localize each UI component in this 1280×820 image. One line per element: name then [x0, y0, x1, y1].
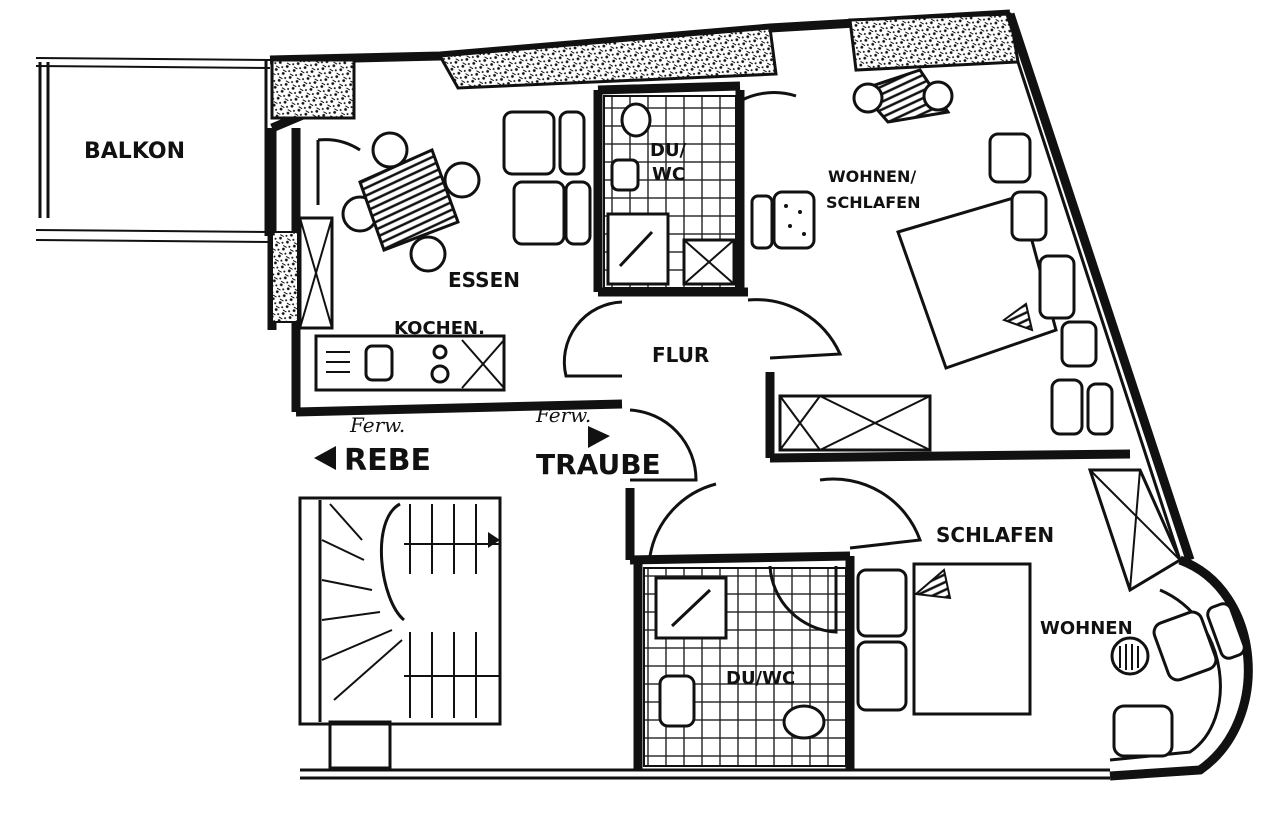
traube-sign: TRAUBE Ferw. — [535, 403, 661, 481]
du-wc-top-label: DU/WC — [650, 140, 687, 185]
kochen-label: KOCHEN. — [394, 318, 485, 339]
double-bed-top — [896, 132, 1114, 436]
bathroom-bottom — [643, 565, 847, 767]
flur-label: FLUR — [652, 343, 709, 367]
rebe-label: REBE — [344, 443, 431, 478]
essen-label: ESSEN — [448, 268, 520, 292]
dining-table — [341, 131, 481, 273]
double-bed-bottom — [856, 562, 1032, 716]
bathroom-top — [603, 91, 797, 289]
ferw-right-label: Ferw. — [535, 403, 591, 427]
interior-walls — [295, 81, 1131, 770]
staircase — [298, 496, 502, 770]
window-schlafen — [1087, 468, 1182, 593]
window-wohnen — [778, 394, 932, 452]
outer-walls — [267, 9, 1253, 781]
window-door-essen — [271, 138, 361, 330]
rebe-sign: REBE Ferw. — [314, 413, 431, 478]
du-wc-bottom-label: DU/WC — [726, 668, 795, 689]
balcony: BALKON — [35, 57, 271, 243]
nightstand-pad — [750, 190, 816, 250]
bay-seating — [1110, 602, 1246, 758]
wohnen-schlafen-label: WOHNEN/SCHLAFEN — [826, 167, 920, 212]
schlafen-label: SCHLAFEN — [936, 523, 1054, 547]
armchair-top — [852, 68, 954, 124]
flur-doors — [562, 298, 923, 557]
kitchen-counter — [314, 334, 506, 392]
sofa-essen — [502, 110, 592, 246]
ferw-left-label: Ferw. — [349, 413, 405, 437]
wohnen-label: WOHNEN — [1040, 618, 1133, 639]
traube-label: TRAUBE — [536, 448, 661, 481]
balkon-label: BALKON — [84, 139, 185, 164]
